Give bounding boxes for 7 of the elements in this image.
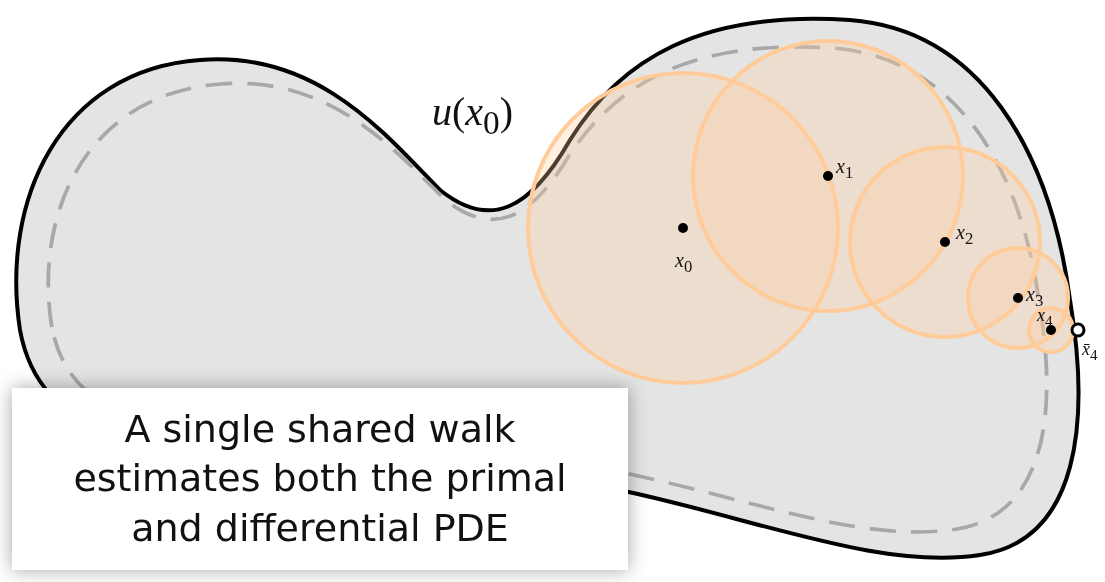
caption-text: A single shared walk estimates both the primal and differential PDE: [72, 405, 568, 552]
point-label: x̄$_{4}$: [1082, 340, 1098, 363]
point-label: x$_{1}$: [836, 156, 854, 182]
text-box: [12, 388, 628, 570]
point-label: x$_{0}$: [675, 250, 693, 276]
point-label: x$_{2}$: [956, 222, 974, 248]
function-label: u(x$_{0}$): [432, 92, 514, 140]
